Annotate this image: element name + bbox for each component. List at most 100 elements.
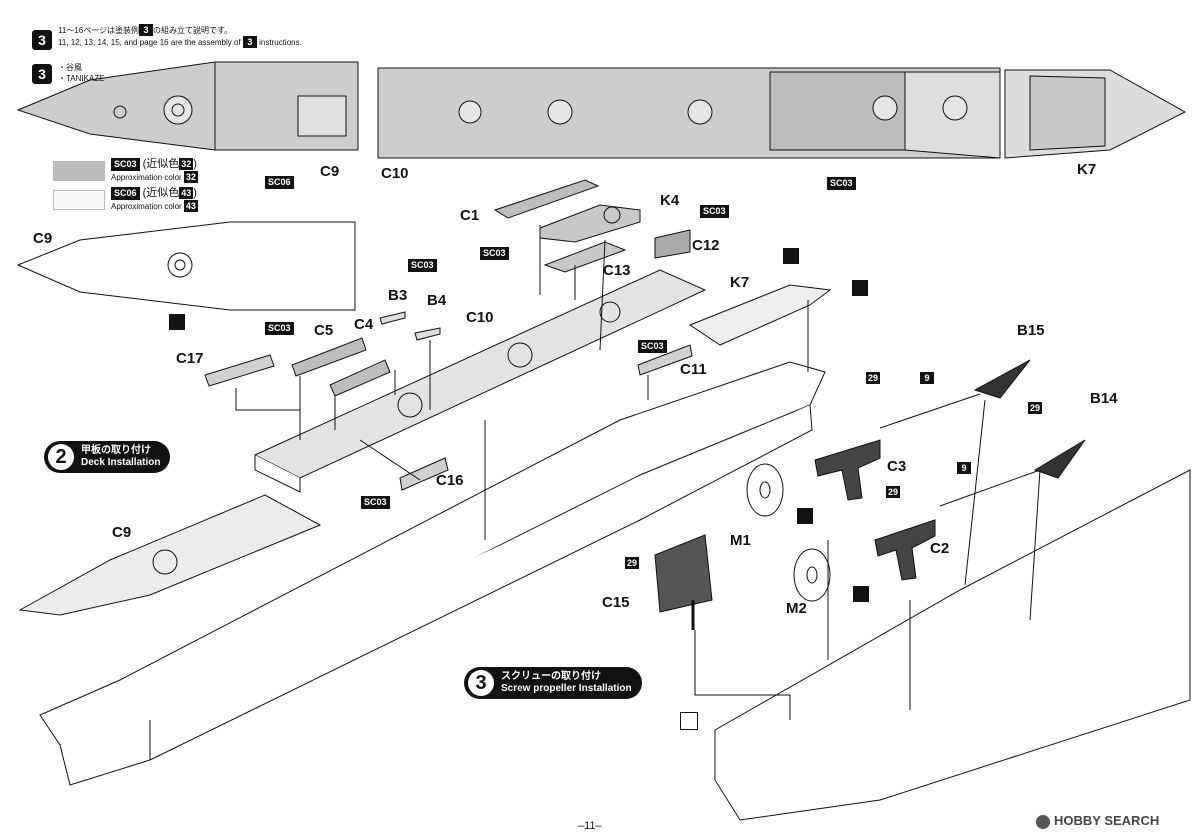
label-c16: C16 bbox=[436, 472, 464, 489]
color-29-d: 29 bbox=[625, 557, 639, 569]
deck-c9-outline bbox=[16, 221, 356, 311]
label-c15: C15 bbox=[602, 594, 630, 611]
part-c9-bottom bbox=[18, 494, 322, 616]
step-number: 3 bbox=[32, 30, 52, 50]
legend-close: ) bbox=[193, 158, 197, 170]
cement-icon bbox=[852, 280, 868, 296]
legend-swatch-white bbox=[53, 189, 105, 210]
step-deck-installation: 2 甲板の取り付け Deck Installation bbox=[44, 441, 171, 473]
label-c4: C4 bbox=[354, 316, 374, 333]
badge-sc03-c11: SC03 bbox=[638, 340, 667, 353]
cement-icon bbox=[783, 248, 799, 264]
label-c1: C1 bbox=[460, 207, 480, 224]
label-b14: B14 bbox=[1090, 390, 1118, 407]
hull-stern bbox=[714, 469, 1191, 821]
badge-sc06: SC06 bbox=[265, 176, 294, 189]
label-c11: C11 bbox=[680, 361, 707, 378]
color-29-b: 29 bbox=[1028, 402, 1042, 414]
badge-sc03-b: SC03 bbox=[408, 259, 437, 272]
label-c17: C17 bbox=[176, 350, 204, 367]
label-c10-top: C10 bbox=[381, 165, 409, 182]
badge-sc03-c5: SC03 bbox=[265, 322, 294, 335]
badge-sc03-k4: SC03 bbox=[700, 205, 729, 218]
badge-sc03-group: SC03 bbox=[480, 247, 509, 260]
part-c1 bbox=[493, 179, 600, 219]
color-29-a: 29 bbox=[866, 372, 880, 384]
step-deck-jp: 甲板の取り付け bbox=[81, 445, 151, 456]
legend-en: Approximation color bbox=[111, 173, 182, 182]
variant-name-jp: ・谷風 bbox=[58, 63, 82, 72]
part-b15 bbox=[973, 359, 1031, 399]
watermark-text: HOBBY SEARCH bbox=[1054, 813, 1160, 828]
badge-sc03-c16: SC03 bbox=[361, 496, 390, 509]
shaft-upper bbox=[879, 393, 981, 429]
header-jp: 11〜16ページは塗装例 bbox=[58, 26, 140, 35]
label-k7-mid: K7 bbox=[730, 274, 750, 291]
label-c5: C5 bbox=[314, 322, 334, 339]
label-c3: C3 bbox=[887, 458, 907, 475]
variant-marker: 3 bbox=[32, 64, 52, 84]
header-en-num: 3 bbox=[242, 36, 257, 48]
no-glue-icon bbox=[797, 508, 813, 524]
watermark: HOBBY SEARCH bbox=[1036, 813, 1159, 829]
label-b4: B4 bbox=[427, 292, 447, 309]
part-b14 bbox=[1033, 439, 1086, 479]
step-screw-number: 3 bbox=[468, 670, 494, 696]
part-k7 bbox=[688, 284, 832, 346]
label-b15: B15 bbox=[1017, 322, 1045, 339]
label-k7-top: K7 bbox=[1077, 161, 1097, 178]
legend-num: 43 bbox=[179, 187, 194, 199]
legend-en: Approximation color bbox=[111, 202, 182, 211]
color-9-b: 9 bbox=[957, 462, 971, 474]
watermark-icon bbox=[1036, 814, 1050, 829]
step-deck-number: 2 bbox=[48, 444, 74, 470]
part-b4 bbox=[414, 327, 441, 341]
legend-code: SC06 bbox=[111, 187, 140, 200]
part-c5 bbox=[291, 337, 367, 377]
step-marker: 3 bbox=[32, 30, 52, 50]
no-glue-icon bbox=[853, 586, 869, 602]
variant-name: ・谷風 ・TANIKAZE bbox=[58, 62, 105, 84]
color-29-c: 29 bbox=[886, 486, 900, 498]
color-9-a: 9 bbox=[920, 372, 934, 384]
legend-swatch-gray bbox=[53, 160, 105, 181]
part-c4 bbox=[329, 359, 391, 397]
part-m2 bbox=[793, 548, 831, 602]
glue-icon bbox=[169, 314, 185, 330]
label-k4: K4 bbox=[660, 192, 680, 209]
badge-sc03-top: SC03 bbox=[827, 177, 856, 190]
label-c9-mid: C9 bbox=[33, 230, 53, 247]
legend-en-num: 32 bbox=[183, 171, 198, 183]
header-en-tail: instructions. bbox=[259, 38, 302, 47]
part-c15 bbox=[654, 534, 713, 613]
label-c2: C2 bbox=[930, 540, 950, 557]
step-screw-en: Screw propeller Installation bbox=[501, 683, 632, 694]
part-c11 bbox=[637, 344, 693, 376]
label-c9-bottom: C9 bbox=[112, 524, 132, 541]
part-c16 bbox=[399, 457, 449, 491]
part-b3 bbox=[379, 311, 406, 325]
step-screw-installation: 3 スクリューの取り付け Screw propeller Installatio… bbox=[464, 667, 642, 699]
label-c9-top: C9 bbox=[320, 163, 340, 180]
header-jp-num: 3 bbox=[139, 24, 154, 36]
variant-number: 3 bbox=[32, 64, 52, 84]
header-jp-tail: の組み立て説明です。 bbox=[153, 26, 233, 35]
legend-jp: (近似色 bbox=[142, 158, 180, 170]
part-c3 bbox=[814, 439, 881, 501]
step-deck-en: Deck Installation bbox=[81, 457, 161, 468]
page-number: –11– bbox=[578, 820, 602, 832]
legend-en-num: 43 bbox=[183, 200, 198, 212]
label-c10-mid: C10 bbox=[466, 309, 494, 326]
variant-name-en: ・TANIKAZE bbox=[58, 74, 105, 83]
legend-code: SC03 bbox=[111, 158, 140, 171]
part-c2 bbox=[874, 519, 936, 581]
legend-close: ) bbox=[193, 187, 197, 199]
label-b3: B3 bbox=[388, 287, 408, 304]
part-c12 bbox=[654, 229, 691, 259]
label-m2: M2 bbox=[786, 600, 807, 617]
